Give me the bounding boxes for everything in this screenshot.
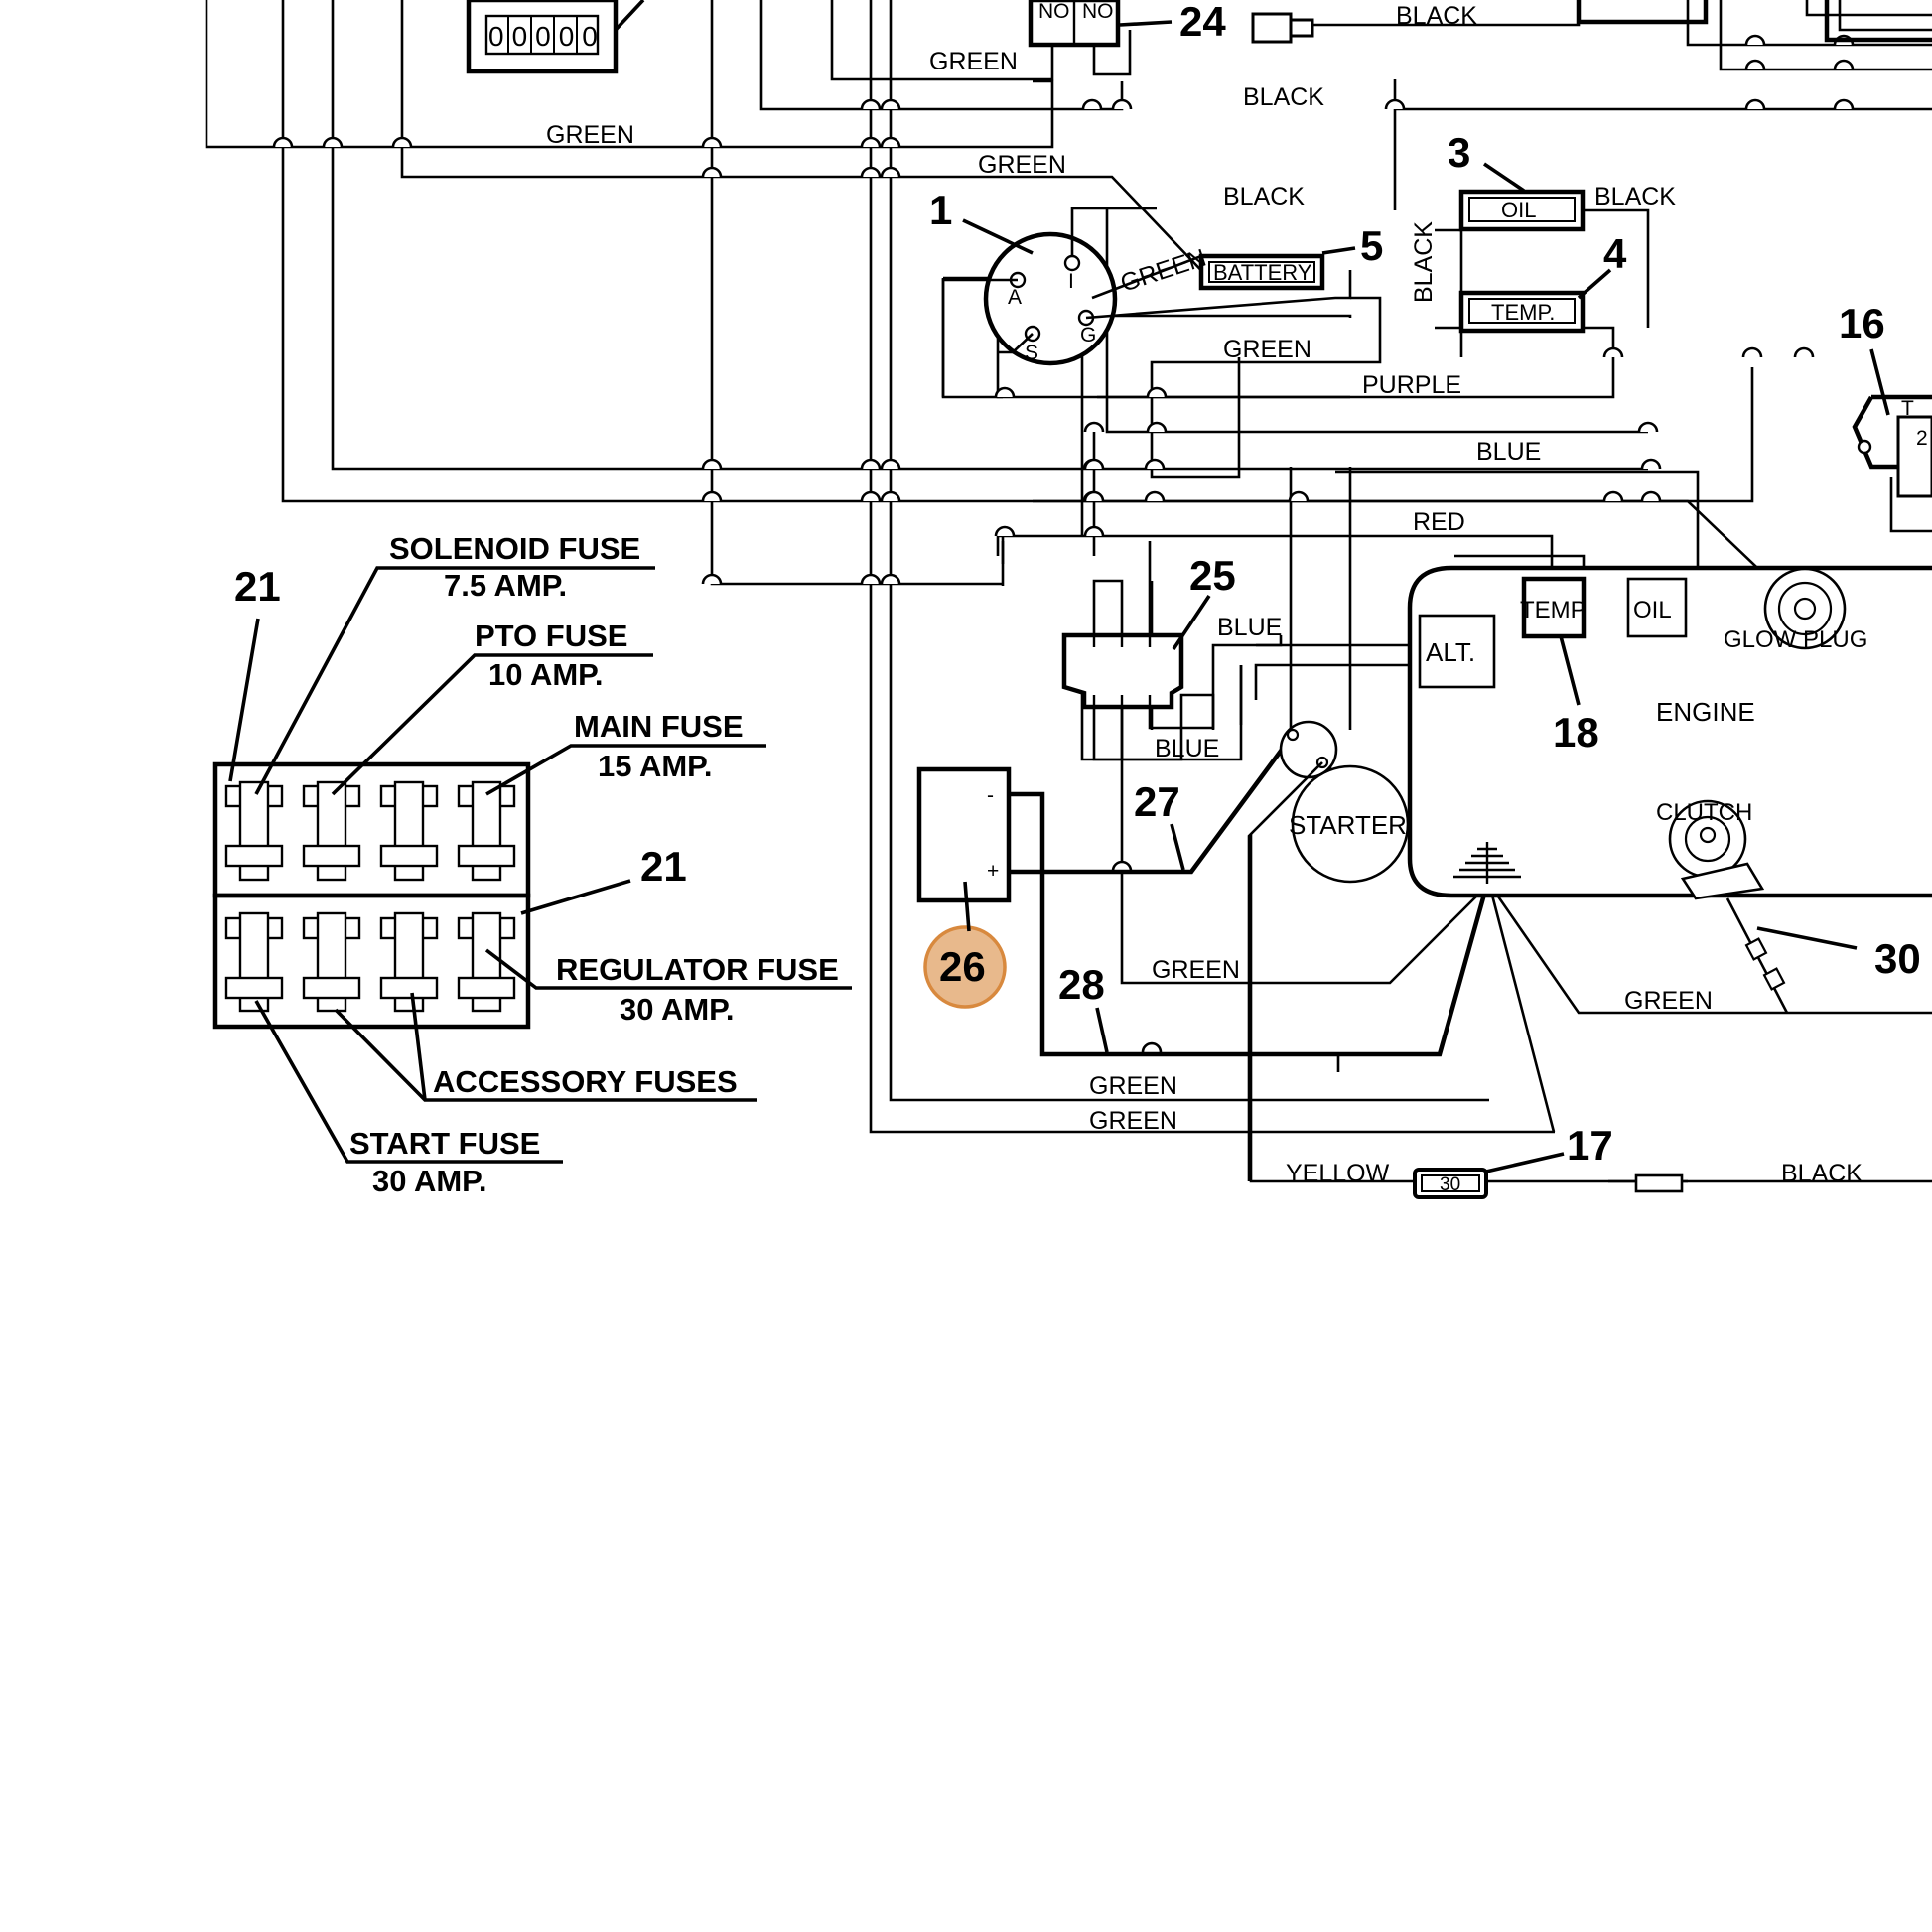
switch-no-b: NO <box>1082 0 1114 23</box>
hour-meter-digits: 00000 <box>488 21 606 52</box>
battery-minus: - <box>987 784 994 807</box>
callout-16: 16 <box>1839 300 1885 346</box>
clutch-label: CLUTCH <box>1656 799 1752 826</box>
wire-label-black-e: BLACK <box>1410 221 1438 303</box>
relay-terminal-2: 2 <box>1916 427 1928 450</box>
inline-fuse-17: 30 17 <box>1413 1122 1684 1199</box>
callout-26: 26 <box>939 943 986 990</box>
wire-label-green-f: GREEN <box>1152 956 1240 984</box>
callout-28: 28 <box>1058 961 1105 1008</box>
callout-5: 5 <box>1360 222 1383 269</box>
solenoid-fuse-amp: 7.5 AMP. <box>444 568 567 603</box>
battery-label: BATTERY <box>1213 260 1312 285</box>
ignition-switch: A I S G 1 <box>929 187 1352 397</box>
starter: STARTER <box>1247 720 1410 1181</box>
wire-label-black-d: BLACK <box>1594 183 1676 210</box>
wire-label-green-i: GREEN <box>1624 987 1713 1015</box>
fuse-block: SOLENOID FUSE 7.5 AMP. PTO FUSE 10 AMP. … <box>212 531 852 1198</box>
connector-top <box>1251 12 1314 44</box>
glow-plug-label: GLOW PLUG <box>1724 626 1867 653</box>
callout-24: 24 <box>1179 0 1226 45</box>
relay-terminal-t: T <box>1901 397 1914 420</box>
wire-label-green-h: GREEN <box>1089 1107 1177 1135</box>
wire-label-black-f: BLACK <box>1781 1160 1863 1187</box>
fuse-17-value: 30 <box>1440 1174 1460 1195</box>
key-terminal-g: G <box>1080 324 1096 346</box>
solenoid-fuse-label: SOLENOID FUSE <box>389 531 640 566</box>
battery-26: - + 26 <box>916 733 1490 1057</box>
start-fuse-amp: 30 AMP. <box>372 1164 486 1198</box>
wire-label-green-g: GREEN <box>1089 1072 1177 1100</box>
key-terminal-s: S <box>1025 342 1038 364</box>
regulator-fuse-amp: 30 AMP. <box>620 992 734 1027</box>
wire-label-purple: PURPLE <box>1362 371 1461 399</box>
callout-27: 27 <box>1134 778 1180 825</box>
main-fuse-label: MAIN FUSE <box>574 709 744 744</box>
battery-plus: + <box>987 860 999 883</box>
seat-switch: NO NO 24 <box>1028 0 1226 48</box>
pto-fuse-label: PTO FUSE <box>475 619 627 653</box>
starter-label: STARTER <box>1289 810 1407 840</box>
callout-1: 1 <box>929 187 952 233</box>
main-fuse-amp: 15 AMP. <box>598 749 712 783</box>
callout-18: 18 <box>1553 709 1599 756</box>
key-terminal-a: A <box>1008 286 1022 309</box>
callout-25: 25 <box>1189 552 1236 599</box>
oil-indicator: OIL 3 <box>1448 129 1586 232</box>
callout-21-top: 21 <box>234 563 281 610</box>
wire-label-green-c: GREEN <box>978 151 1066 179</box>
alternator-label: ALT. <box>1426 637 1475 667</box>
callout-30: 30 <box>1874 935 1921 982</box>
regulator-fuse-label: REGULATOR FUSE <box>556 952 839 987</box>
connector-25: 25 <box>1061 541 1283 761</box>
callout-4: 4 <box>1603 230 1627 277</box>
callout-21-bottom: 21 <box>640 843 687 890</box>
wire-label-red: RED <box>1413 508 1465 536</box>
wire-label-blue-a: BLUE <box>1476 438 1541 466</box>
callout-17: 17 <box>1567 1122 1613 1169</box>
cable-callouts: 27 28 <box>1058 778 1185 1053</box>
wire-label-green-d: GREEN <box>1117 244 1209 298</box>
wire-label-black-b: BLACK <box>1243 83 1324 111</box>
hour-meter: 00000 <box>466 0 645 74</box>
wire-label-blue-c: BLUE <box>1155 735 1219 762</box>
top-right-modules <box>1576 0 1932 43</box>
relay-16: T 2 16 <box>1839 300 1932 533</box>
engine-temp-label: TEMP <box>1520 597 1587 623</box>
wire-label-green-a: GREEN <box>929 48 1018 75</box>
callout-26-highlight <box>923 925 1007 1009</box>
battery-indicator: BATTERY 5 <box>1198 222 1383 291</box>
oil-label: OIL <box>1501 198 1536 222</box>
engine-oil-label: OIL <box>1633 597 1672 623</box>
pto-fuse-amp: 10 AMP. <box>488 657 603 692</box>
callout-3: 3 <box>1448 129 1470 176</box>
accessory-fuses-label: ACCESSORY FUSES <box>433 1064 738 1099</box>
switch-no-a: NO <box>1038 0 1070 23</box>
wire-label-blue-b: BLUE <box>1217 614 1282 641</box>
wire-crossovers <box>272 34 1855 1053</box>
temp-indicator: TEMP. 4 <box>1458 230 1627 334</box>
wire-label-black-a: BLACK <box>1396 2 1477 30</box>
wire-labels: GREEN GREEN GREEN GREEN GREEN GREEN GREE… <box>546 2 1863 1187</box>
wire-label-black-c: BLACK <box>1223 183 1305 210</box>
temp-label: TEMP. <box>1491 300 1555 325</box>
wire-label-yellow: YELLOW <box>1286 1160 1390 1187</box>
engine-label: ENGINE <box>1656 697 1755 727</box>
start-fuse-label: START FUSE <box>349 1126 540 1161</box>
wire-label-green-b: GREEN <box>546 121 634 149</box>
wire-label-green-e: GREEN <box>1223 336 1311 363</box>
engine-block: ENGINE ALT. TEMP OIL 18 GLOW PLUG CLUTCH <box>1407 565 1932 1014</box>
key-terminal-i: I <box>1068 270 1074 293</box>
